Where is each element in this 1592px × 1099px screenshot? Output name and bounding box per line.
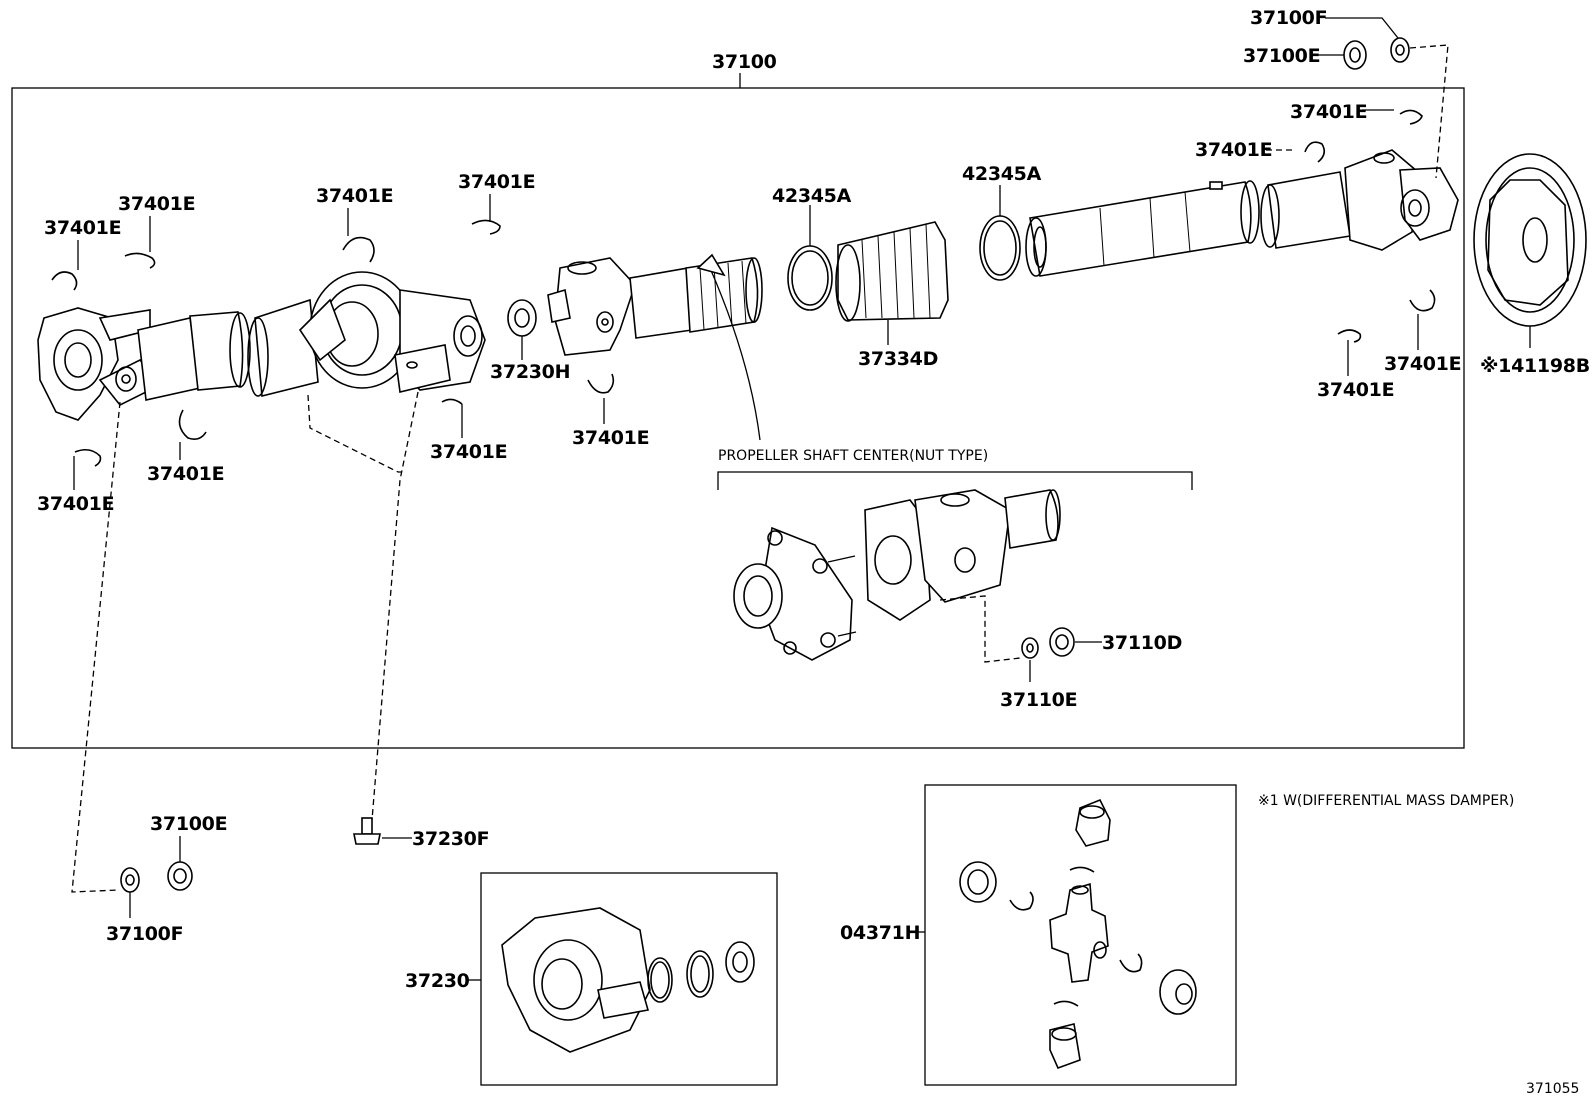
label-center-bearing: 37230 bbox=[405, 970, 470, 992]
middle-spline-yoke bbox=[547, 257, 763, 356]
label-clip-12: 37401E bbox=[1317, 379, 1394, 401]
rear-flange-yoke bbox=[1260, 149, 1459, 251]
label-boot-band-right: 42345A bbox=[962, 163, 1042, 185]
washer-bottom bbox=[120, 867, 140, 893]
label-nut-bottom: 37100E bbox=[150, 813, 227, 835]
washer-center bbox=[1021, 637, 1039, 659]
center-yoke bbox=[864, 489, 1061, 621]
label-clip-9: 37401E bbox=[1195, 139, 1272, 161]
boot-band-right bbox=[979, 215, 1021, 281]
label-clip-6: 37401E bbox=[37, 493, 114, 515]
label-boot-band-left: 42345A bbox=[772, 185, 852, 207]
pointer-arrow bbox=[709, 267, 761, 441]
nut-center bbox=[1049, 627, 1075, 657]
label-clip-2: 37401E bbox=[118, 193, 195, 215]
label-assembly: 37100 bbox=[712, 51, 777, 73]
footnote: ※1 W(DIFFERENTIAL MASS DAMPER) bbox=[1258, 793, 1514, 809]
label-clip-1: 37401E bbox=[44, 217, 121, 239]
bearing-nut bbox=[507, 299, 537, 337]
label-clip-7: 37401E bbox=[430, 441, 507, 463]
label-clip-3: 37401E bbox=[316, 185, 393, 207]
label-clip-11: 37401E bbox=[1384, 353, 1461, 375]
label-clip-10: 37401E bbox=[1290, 101, 1367, 123]
label-washer-top: 37100F bbox=[1250, 7, 1327, 29]
spider-kit-parts bbox=[959, 798, 1197, 1070]
label-washer-bottom: 37100F bbox=[106, 923, 183, 945]
companion-flange bbox=[733, 526, 857, 661]
center-section-title: PROPELLER SHAFT CENTER(NUT TYPE) bbox=[718, 448, 988, 464]
dust-seals bbox=[647, 941, 755, 1003]
label-nut-center: 37110D bbox=[1102, 632, 1182, 654]
rear-shaft-tube bbox=[1025, 180, 1260, 277]
label-boot: 37334D bbox=[858, 348, 938, 370]
label-damper: ※141198B bbox=[1480, 355, 1590, 377]
label-clip-5: 37401E bbox=[147, 463, 224, 485]
clips bbox=[51, 109, 1436, 467]
nut-bottom bbox=[167, 861, 193, 891]
label-washer-center: 37110E bbox=[1000, 689, 1077, 711]
differential-mass-damper bbox=[1473, 153, 1587, 327]
center-bearing-mounted bbox=[298, 271, 486, 393]
center-bearing-part bbox=[501, 907, 651, 1053]
label-bearing-nut: 37230H bbox=[490, 361, 570, 383]
spider-kit-box bbox=[924, 784, 1237, 1086]
boot bbox=[835, 221, 949, 322]
label-bolt: 37230F bbox=[412, 828, 489, 850]
boot-band-left bbox=[787, 245, 833, 311]
label-clip-4: 37401E bbox=[458, 171, 535, 193]
label-spider-kit: 04371H bbox=[840, 922, 920, 944]
front-flange-yoke bbox=[37, 307, 251, 421]
assembly-frame bbox=[11, 87, 1465, 749]
nut-top bbox=[1343, 40, 1367, 70]
bolt bbox=[353, 817, 381, 845]
label-clip-8: 37401E bbox=[572, 427, 649, 449]
page-code: 371055 bbox=[1526, 1081, 1579, 1097]
washer-top bbox=[1390, 37, 1410, 63]
front-shaft-tube bbox=[247, 298, 319, 398]
center-bearing-box bbox=[480, 872, 778, 1086]
label-nut-top: 37100E bbox=[1243, 45, 1320, 67]
